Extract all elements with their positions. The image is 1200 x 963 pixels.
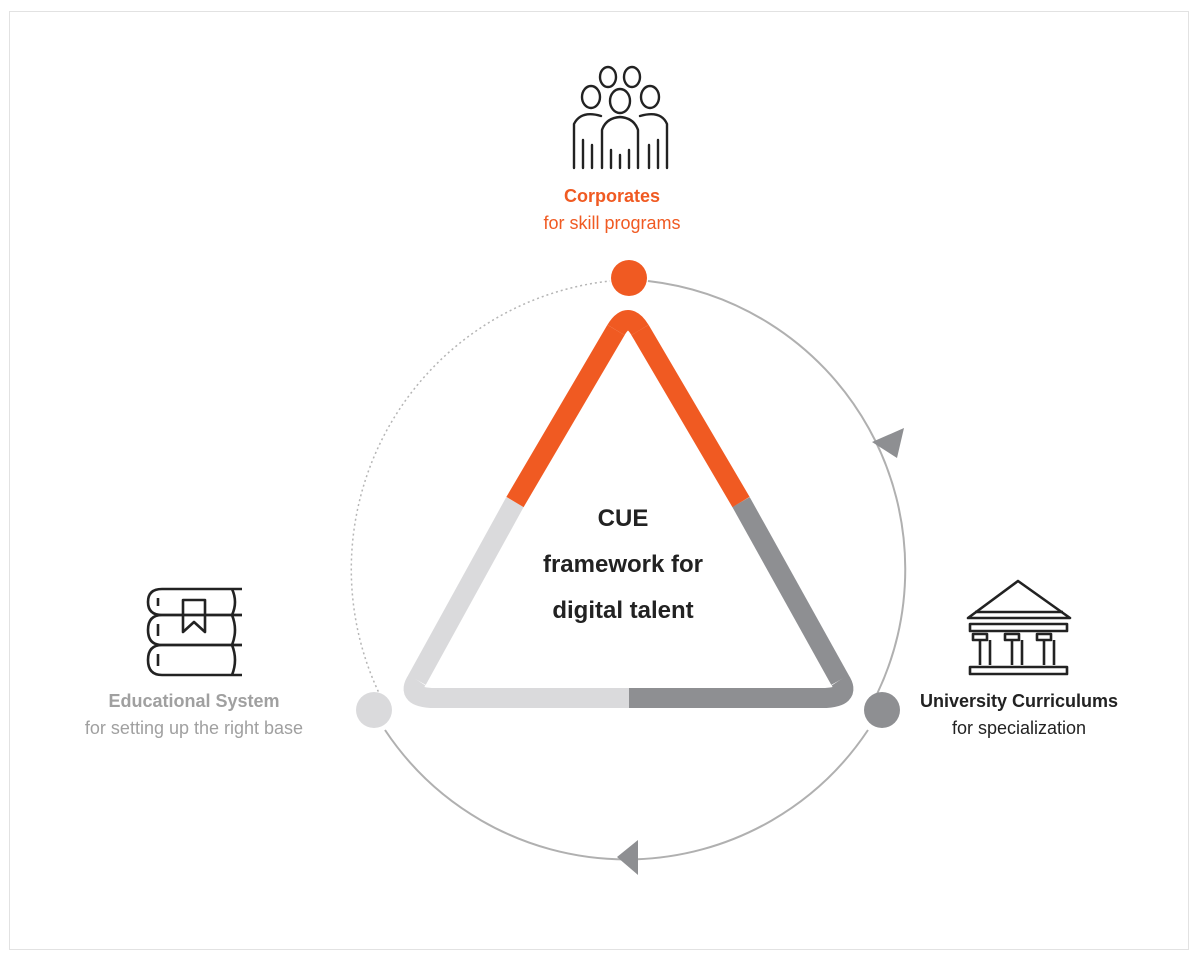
university-subtitle: for specialization [951,718,1087,738]
center-title-line-3: digital talent [552,597,694,624]
education-subtitle: for setting up the right base [84,718,304,738]
education-label: Educational System for setting up the ri… [44,688,344,742]
cycle-arc-university-to-education [384,729,869,861]
books-stack-icon [146,587,242,677]
corporates-title: Corporates [563,186,661,206]
corporates-label: Corporates for skill programs [462,183,762,237]
triangle-edge-right-upper [631,324,750,508]
diagram-frame [9,11,1189,950]
cycle-arc-corporates-to-university [647,280,907,695]
university-building-icon [966,579,1072,676]
triangle-corner-right [821,674,854,708]
university-label: University Curriculums for specializatio… [889,688,1149,742]
triangle-edge-right-lower [732,497,849,685]
cycle-arc-education-to-corporates [350,280,611,706]
node-dot-education [356,692,392,728]
triangle-edge-left-upper [506,324,625,508]
education-title: Educational System [108,691,280,711]
triangle-corner-top [607,310,649,336]
people-group-icon [572,65,669,170]
cycle-arrow-right [872,428,904,458]
node-dot-university [864,692,900,728]
university-title: University Curriculums [919,691,1119,711]
node-dot-corporates [611,260,647,296]
center-title-line-1: CUE [597,505,649,532]
triangle-edge-left-lower [408,497,524,685]
corporates-subtitle: for skill programs [543,213,681,233]
triangle-corner-left [403,674,436,708]
cycle-arrow-bottom [617,840,638,875]
center-title-line-2: framework for [542,551,704,578]
center-title: CUE framework for digital talent [503,496,743,634]
